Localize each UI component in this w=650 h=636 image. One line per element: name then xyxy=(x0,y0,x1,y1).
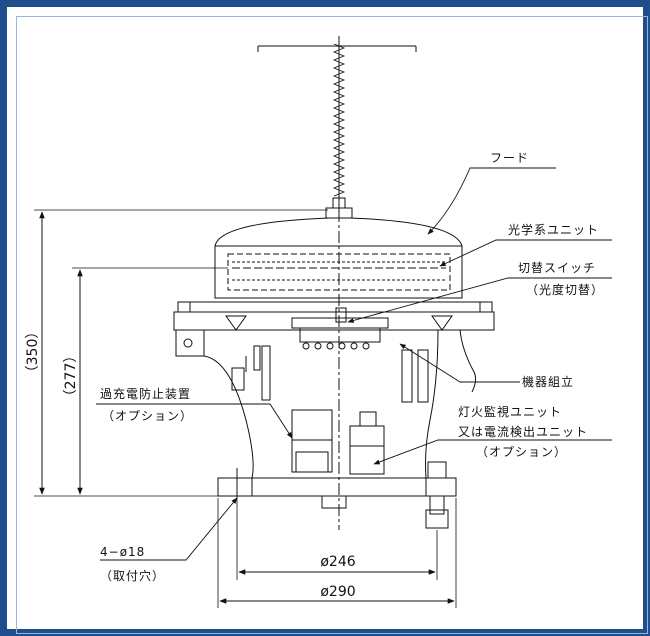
support-body xyxy=(203,329,477,479)
label-overcharge-option: （オプション） xyxy=(102,409,193,423)
dim-277-label: （277） xyxy=(63,349,79,404)
dimension-350 xyxy=(34,209,328,497)
label-optical-unit: 光学系ユニット xyxy=(508,222,599,237)
dim-246-label: ø246 xyxy=(320,554,355,570)
label-holes-sub: （取付穴） xyxy=(100,568,165,583)
label-holes: 4−ø18 xyxy=(100,545,145,559)
dim-290-label: ø290 xyxy=(320,584,355,600)
label-lamp-monitor: 灯火監視ユニット xyxy=(458,404,562,419)
label-overcharge: 過充電防止装置 xyxy=(100,386,191,401)
dimension-277 xyxy=(72,267,228,495)
label-hood: フード xyxy=(490,151,529,165)
flange-plate xyxy=(173,301,495,357)
leader-lines xyxy=(96,167,612,561)
dimension-290 xyxy=(217,498,457,608)
label-switch-sub: （光度切替） xyxy=(526,282,604,297)
lightning-rod xyxy=(257,36,417,219)
label-equipment-assembly: 機器組立 xyxy=(522,374,574,389)
dim-350-label: （350） xyxy=(25,325,41,380)
label-monitor-option: （オプション） xyxy=(476,445,567,459)
dimension-246 xyxy=(236,498,438,580)
frame-inner-border xyxy=(16,16,648,634)
internal-units xyxy=(291,409,385,475)
label-switch: 切替スイッチ xyxy=(518,261,596,275)
label-current-detect: 又は電流検出ユニット xyxy=(458,425,588,439)
base-plate xyxy=(217,461,457,529)
terminal-block xyxy=(291,307,389,350)
